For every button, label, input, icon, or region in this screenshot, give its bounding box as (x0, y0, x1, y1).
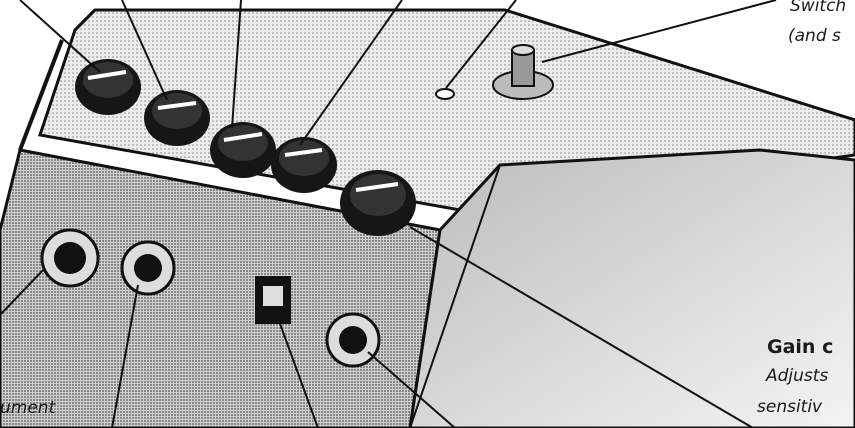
knob-5[interactable] (340, 170, 416, 236)
power-socket-icon[interactable] (255, 276, 291, 324)
side-panel (410, 150, 855, 428)
gain-desc-line1: Adjusts (766, 366, 828, 386)
switch-label-line1: Switch (790, 0, 846, 16)
led-icon (436, 89, 454, 99)
switch-label-line2: (and s (788, 26, 841, 46)
knob-3[interactable] (210, 122, 276, 178)
knob-2[interactable] (144, 90, 210, 146)
knob-1[interactable] (75, 59, 141, 115)
instrument-label: ument (0, 398, 55, 418)
jack-output[interactable] (122, 242, 174, 294)
gain-desc-line2: sensitiv (757, 397, 822, 417)
knob-4[interactable] (271, 137, 337, 193)
jack-extra[interactable] (327, 314, 379, 366)
gain-title: Gain c (767, 336, 833, 358)
jack-input[interactable] (42, 230, 98, 286)
